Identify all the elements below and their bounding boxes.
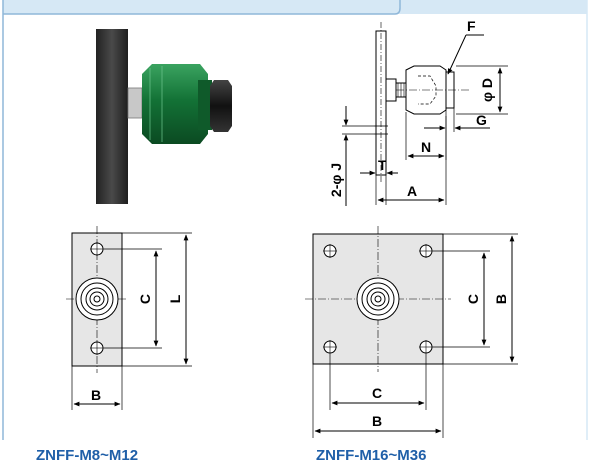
front-view-small (66, 226, 192, 410)
model-caption-small: ZNFF-M8~M12 (36, 447, 139, 464)
front-view-large (305, 226, 518, 438)
label-D: φ D (479, 78, 495, 102)
floating-nut-body (142, 64, 208, 144)
label-left-C: C (137, 294, 153, 304)
model-caption-large: ZNFF-M16~M36 (316, 447, 427, 464)
label-J: 2-φ J (328, 163, 344, 197)
label-G: G (476, 112, 487, 128)
label-F: F (467, 18, 476, 34)
washer-photo (127, 87, 143, 119)
label-T: T (378, 157, 387, 173)
side-view (342, 22, 508, 206)
header-band (3, 0, 587, 14)
label-right-C-horizontal: C (372, 385, 382, 401)
label-right-B-horizontal: B (372, 413, 382, 429)
label-A: A (407, 183, 417, 199)
mounting-plate-photo (96, 29, 128, 204)
hex-nut-photo (210, 80, 232, 132)
label-left-B: B (91, 387, 101, 403)
product-photo (96, 29, 232, 204)
frame-tab (3, 0, 401, 15)
label-N: N (421, 139, 431, 155)
label-left-L: L (167, 294, 183, 303)
label-right-C-vertical: C (465, 294, 481, 304)
label-right-B-vertical: B (493, 294, 509, 304)
